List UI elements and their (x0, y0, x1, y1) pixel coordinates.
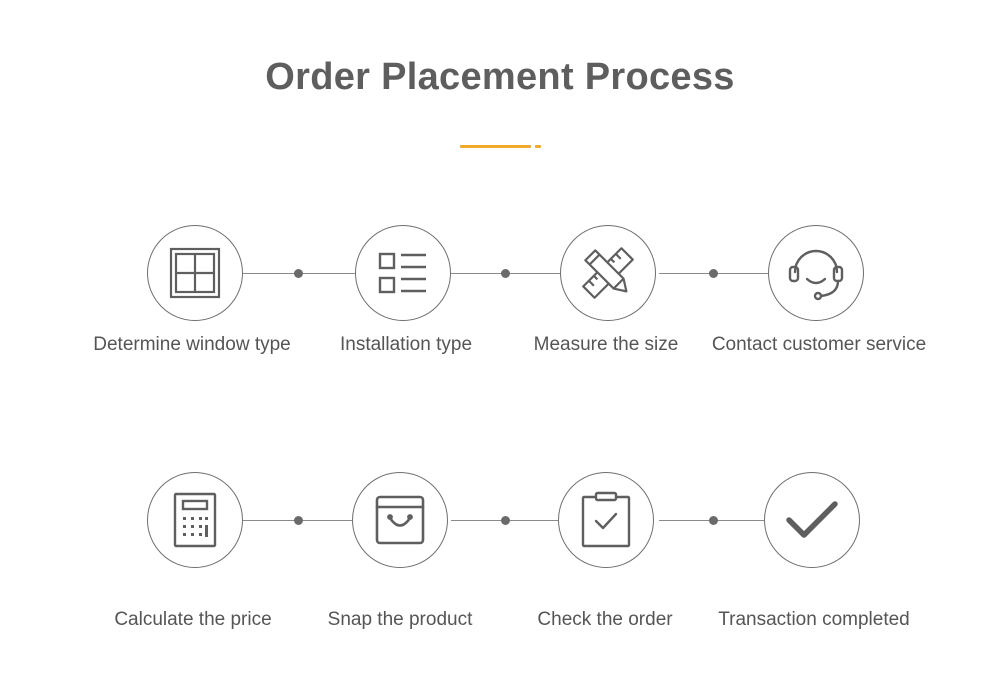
connector-dot (709, 269, 718, 278)
step-3-circle (560, 225, 656, 321)
step-4-label: Contact customer service (711, 334, 927, 355)
step-3-label: Measure the size (533, 334, 679, 355)
step-8-label: Transaction completed (718, 609, 910, 630)
step-6-circle (352, 472, 448, 568)
step-6-label: Snap the product (327, 609, 473, 630)
connector-dot (294, 516, 303, 525)
connector-dot (294, 269, 303, 278)
shopping-bag-icon (375, 495, 425, 545)
ruler-pencil-icon (582, 247, 634, 299)
step-5-circle (147, 472, 243, 568)
step-4-circle (768, 225, 864, 321)
connector-dot (709, 516, 718, 525)
page-title: Order Placement Process (265, 56, 735, 98)
step-2-label: Installation type (339, 334, 473, 355)
connector-dot (501, 516, 510, 525)
step-1-circle (147, 225, 243, 321)
window-grid-icon (169, 247, 221, 299)
checkmark-icon (786, 501, 838, 538)
clipboard-check-icon (581, 491, 631, 548)
step-2-circle (355, 225, 451, 321)
checklist-icon (378, 252, 426, 294)
step-1-label: Determine window type (93, 334, 291, 355)
connector-dot (501, 269, 510, 278)
headset-icon (788, 249, 844, 301)
title-underline-dot (535, 145, 541, 148)
calculator-icon (173, 492, 217, 548)
step-7-label: Check the order (537, 609, 673, 630)
step-5-label: Calculate the price (114, 609, 272, 630)
title-underline (460, 145, 531, 148)
step-8-circle (764, 472, 860, 568)
step-7-circle (558, 472, 654, 568)
